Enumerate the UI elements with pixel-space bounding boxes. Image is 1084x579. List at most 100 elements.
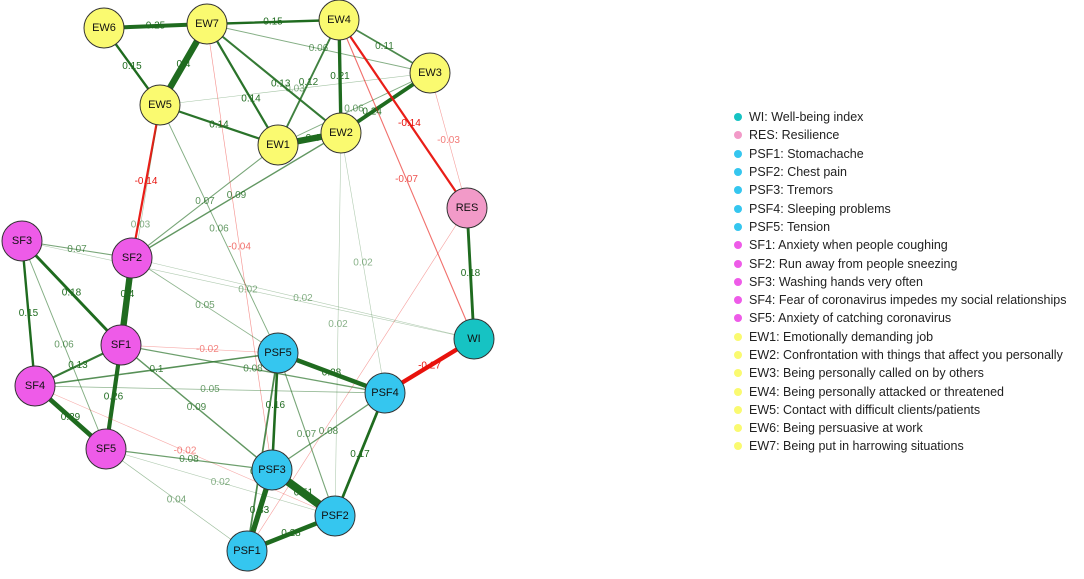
legend-swatch	[734, 296, 742, 305]
node-circle	[409, 52, 451, 94]
node-circle	[320, 112, 362, 154]
edge-label-ew4-ew3: 0.11	[375, 41, 394, 52]
node-label: PSF1	[233, 545, 261, 557]
node-psf3: PSF3	[251, 449, 293, 491]
edge-label-psf5-psf2: 0.07	[297, 429, 317, 440]
node-circle	[453, 318, 495, 360]
legend-label: PSF2: Chest pain	[749, 165, 847, 180]
legend-item: EW5: Contact with difficult clients/pati…	[734, 401, 1084, 419]
node-ew7: EW7	[186, 3, 228, 45]
edge-label-wi-psf4: -0.27	[418, 361, 441, 372]
legend-item: EW1: Emotionally demanding job	[734, 328, 1084, 346]
legend-swatch	[734, 131, 742, 140]
node-ew1: EW1	[257, 124, 299, 166]
edge-label-sf1-psf3: 0.09	[187, 402, 207, 413]
edge-label-ew7-psf3: -0.04	[228, 242, 251, 253]
edge-ew4-ew1	[277, 19, 340, 146]
node-circle	[226, 530, 268, 572]
node-label: WI	[467, 333, 480, 345]
edge-label-ew5-sf1: 0.03	[131, 220, 151, 231]
node-label: EW4	[327, 14, 351, 26]
edge-ew7-ew1	[205, 22, 280, 147]
node-circle	[318, 0, 360, 41]
legend-swatch	[734, 186, 742, 195]
edge-label-ew7-ew5: 0.4	[177, 59, 191, 70]
legend-label: RES: Resilience	[749, 128, 840, 143]
legend-item: WI: Well-being index	[734, 108, 1084, 126]
node-circle	[446, 187, 488, 229]
edge-label-sf1-sf5: 0.26	[104, 392, 124, 403]
edge-label-sf4-psf4: 0.05	[200, 384, 220, 395]
edge-label-ew5-ew1: 0.14	[209, 120, 229, 131]
legend-swatch	[734, 424, 742, 433]
node-label: EW7	[195, 18, 219, 30]
edge-label-sf3-wi: 0.02	[238, 285, 258, 296]
legend-label: EW4: Being personally attacked or threat…	[749, 384, 1005, 399]
edge-label-ew7-ew2: 0.13	[271, 79, 291, 90]
legend-swatch	[734, 222, 742, 231]
edge-label-ew7-ew4: 0.15	[263, 17, 283, 28]
edge-label-ew1-ew2: 0.4	[306, 133, 320, 144]
node-psf4: PSF4	[364, 372, 406, 414]
legend-item: PSF5: Tension	[734, 218, 1084, 236]
edge-sf3-sf5	[21, 240, 107, 450]
node-res: RES	[446, 187, 488, 229]
legend-label: EW3: Being personally called on by other…	[749, 366, 984, 381]
legend-label: PSF5: Tension	[749, 219, 831, 234]
edge-ew7-ew4	[205, 18, 341, 26]
node-circle	[314, 495, 356, 537]
edge-label-ew2-psf2: 0.02	[328, 319, 348, 330]
legend-item: EW6: Being persuasive at work	[734, 419, 1084, 437]
legend-swatch	[734, 332, 742, 341]
node-psf5: PSF5	[257, 332, 299, 374]
node-ew4: EW4	[318, 0, 360, 41]
edge-label-sf1-sf4: 0.13	[68, 360, 88, 371]
legend-item: EW2: Confrontation with things that affe…	[734, 346, 1084, 364]
edge-ew7-ew3	[206, 23, 431, 74]
node-circle	[83, 7, 125, 49]
node-ew6: EW6	[83, 7, 125, 49]
legend-swatch	[734, 387, 742, 396]
edge-label-ew6-ew5: 0.15	[122, 61, 142, 72]
edge-sf2-psf5	[131, 257, 279, 354]
legend-label: SF1: Anxiety when people coughing	[749, 238, 948, 253]
edge-label-sf3-sf2: 0.07	[67, 244, 87, 255]
edge-ew1-sf2	[131, 144, 279, 259]
node-circle	[14, 365, 56, 407]
edge-ew5-ew3	[159, 72, 431, 106]
edge-label-sf2-sf1: 0.4	[120, 289, 134, 300]
legend-item: EW4: Being personally attacked or threat…	[734, 382, 1084, 400]
edge-ew5-psf5	[159, 104, 279, 354]
node-label: EW5	[148, 99, 172, 111]
edge-ew5-sf2	[130, 103, 162, 260]
node-sf2: SF2	[111, 237, 153, 279]
legend-label: SF5: Anxiety of catching coronavirus	[749, 311, 952, 326]
edge-sf2-wi	[131, 257, 475, 340]
edge-sf3-sf4	[20, 239, 37, 388]
edge-label-psf4-psf3: 0.08	[319, 426, 339, 437]
edge-sf1-psf5	[120, 344, 279, 354]
edge-label-psf3-psf1: 0.33	[250, 505, 270, 516]
node-circle	[257, 332, 299, 374]
node-circle	[186, 3, 228, 45]
legend-label: SF4: Fear of coronavirus impedes my soci…	[749, 293, 1067, 308]
legend-label: PSF3: Tremors	[749, 183, 834, 198]
legend-label: SF2: Run away from people sneezing	[749, 256, 958, 271]
node-sf1: SF1	[100, 324, 142, 366]
node-label: PSF4	[371, 387, 399, 399]
edge-label-ew7-ew3: 0.06	[309, 43, 329, 54]
legend-swatch	[734, 442, 742, 451]
legend-item: EW3: Being personally called on by other…	[734, 364, 1084, 382]
edge-label-sf3-sf1: 0.18	[62, 288, 82, 299]
edge-label-res-wi: 0.18	[461, 268, 481, 279]
legend-item: RES: Resilience	[734, 126, 1084, 144]
legend-label: WI: Well-being index	[749, 110, 864, 125]
node-label: PSF2	[321, 510, 349, 522]
legend-swatch	[734, 314, 742, 323]
edge-label-psf5-psf4: 0.28	[322, 368, 342, 379]
edge-sf4-psf5	[34, 352, 279, 387]
